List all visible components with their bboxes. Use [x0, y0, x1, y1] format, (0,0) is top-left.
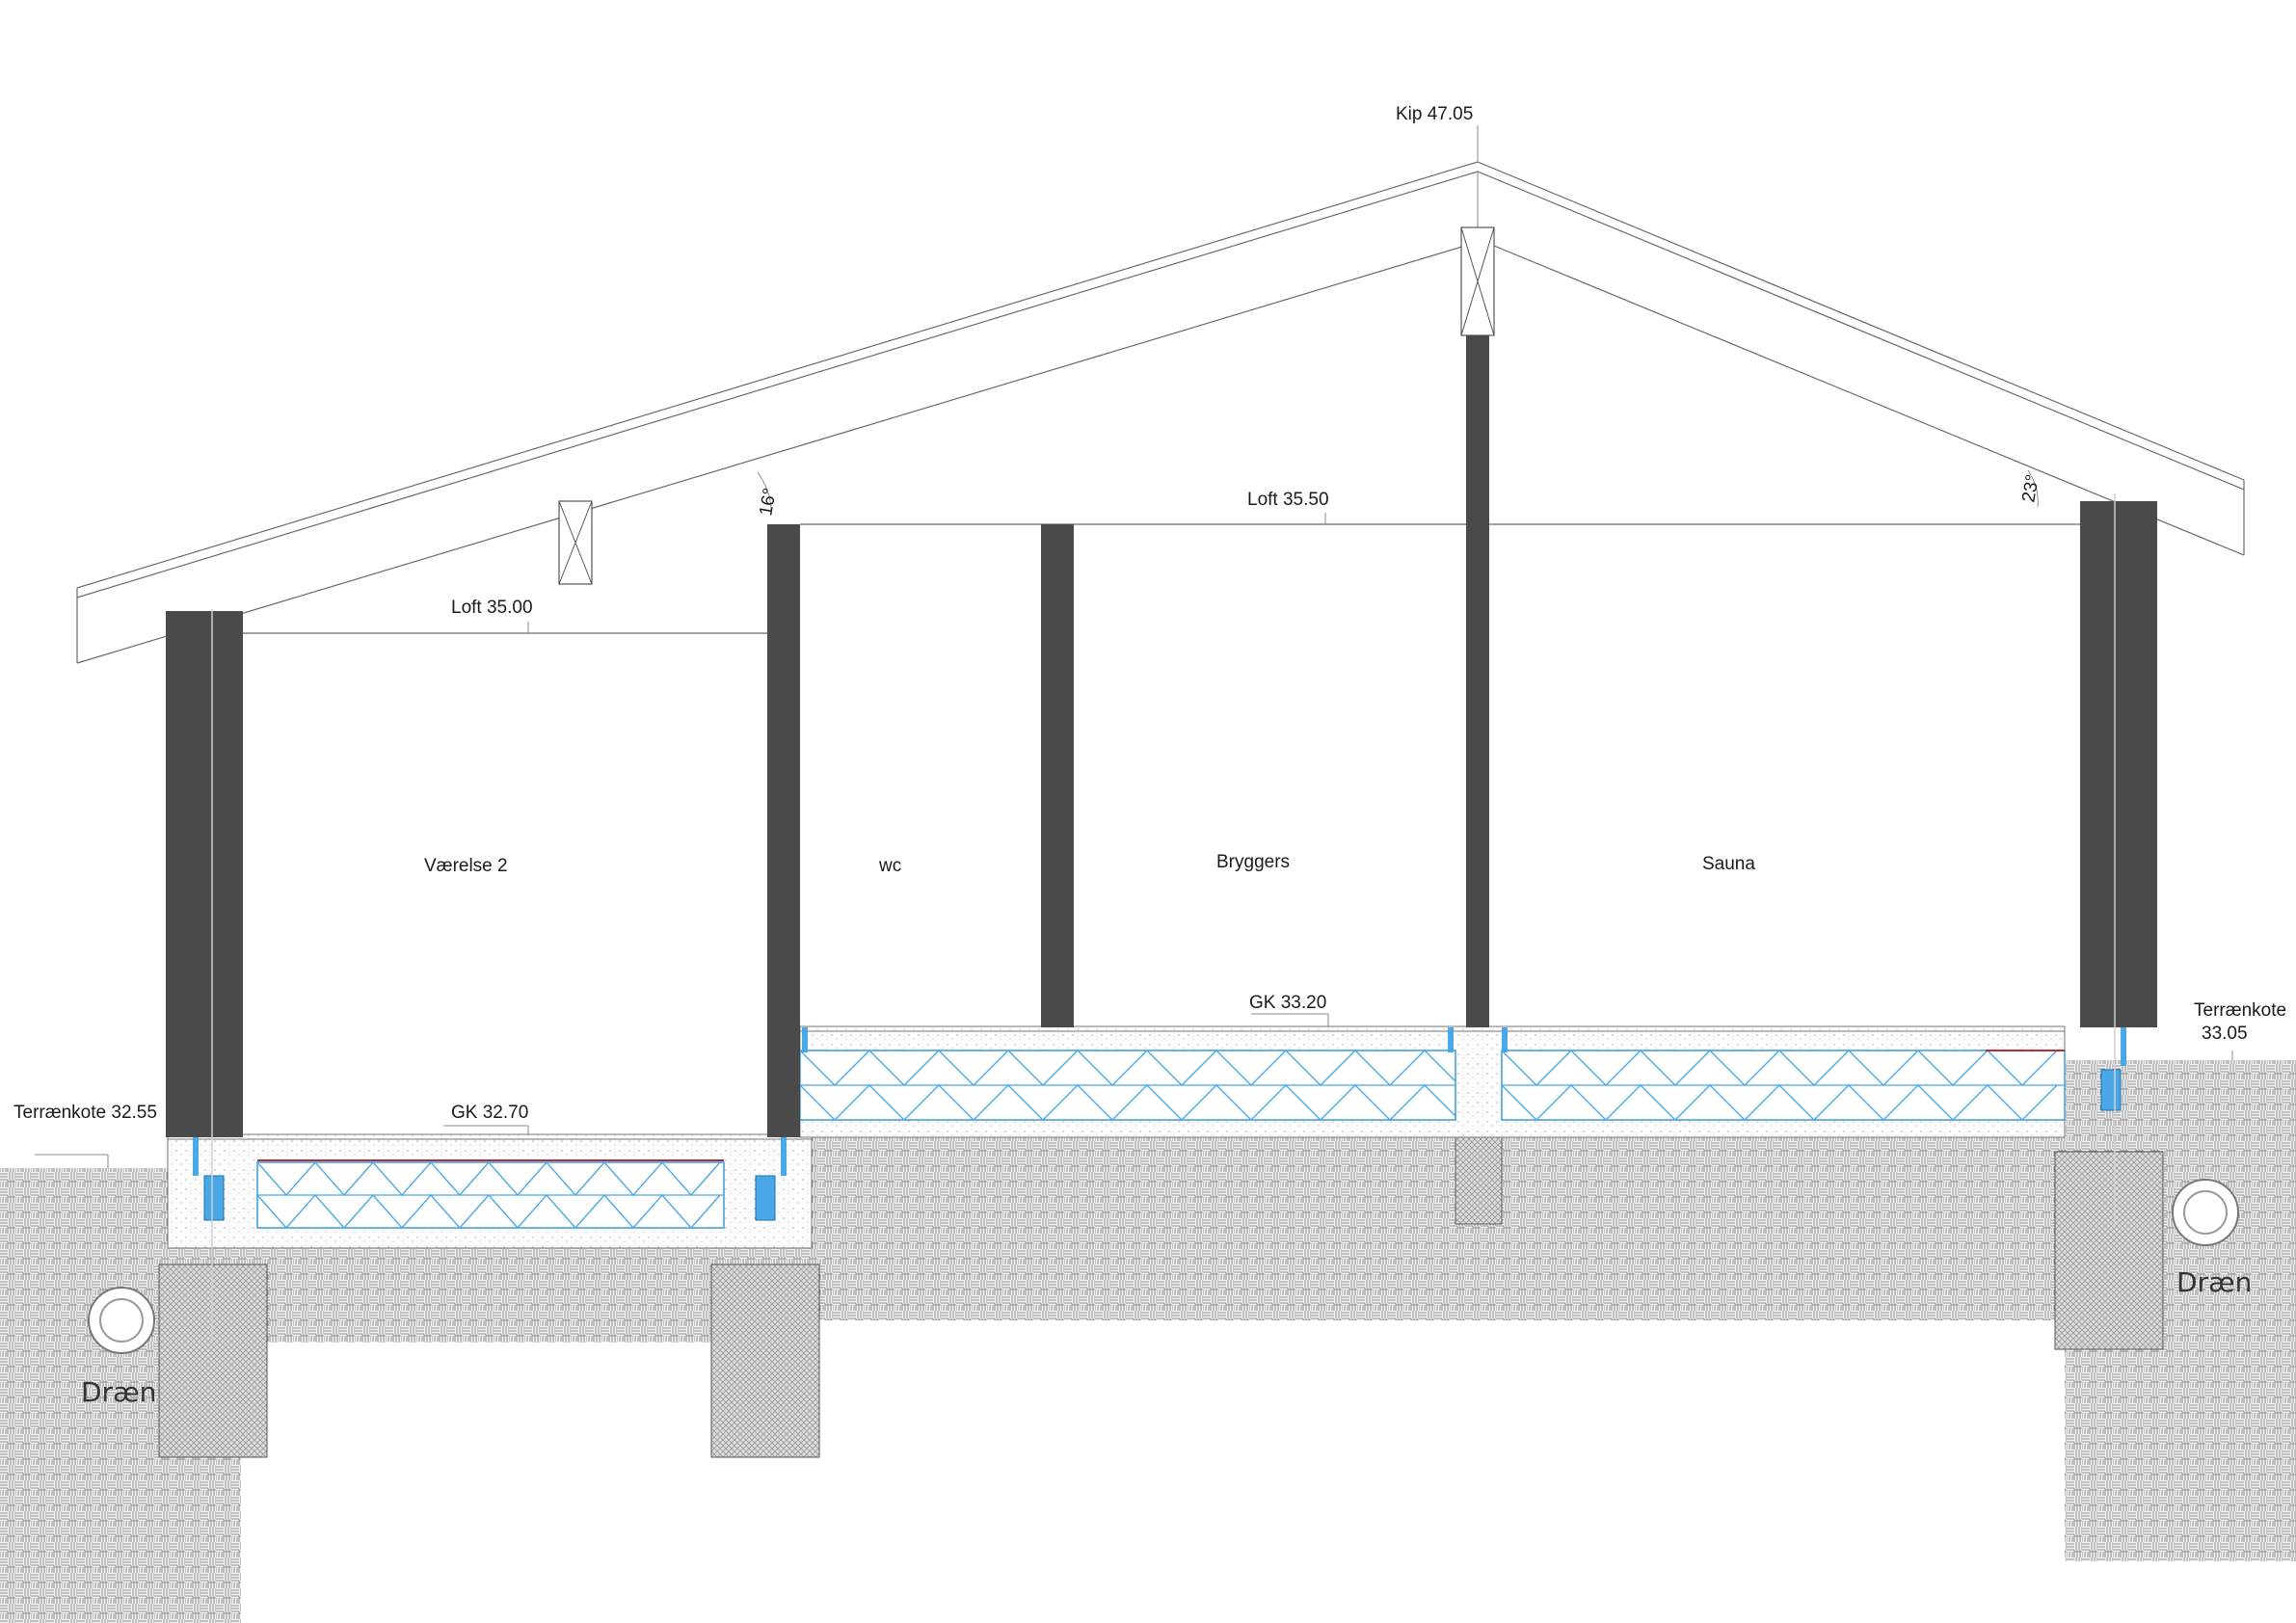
- soil-layer: [0, 1060, 2296, 1623]
- drain-left-label: Dræn: [81, 1376, 156, 1408]
- gk-right-label: GK 33.20: [1249, 993, 1326, 1013]
- walls: [166, 335, 2157, 1342]
- angle-right-label: 23°: [2018, 473, 2043, 504]
- kip-label: Kip 47.05: [1396, 104, 1473, 124]
- loft-left-label: Loft 35.00: [451, 598, 533, 618]
- drain-right-label: Dræn: [2176, 1266, 2252, 1298]
- loft-right-label: Loft 35.50: [1247, 490, 1329, 510]
- drain-left-symbol: [88, 1287, 155, 1354]
- drain-right-symbol: [2172, 1179, 2239, 1246]
- floor-left: [167, 1133, 813, 1249]
- foundations: [158, 1025, 2164, 1458]
- floor-right: [799, 1025, 2126, 1138]
- room-wc-label: wc: [878, 856, 901, 876]
- terraen-right-label: Terrænkote: [2194, 1000, 2286, 1021]
- room-sauna-label: Sauna: [1702, 854, 1755, 874]
- terraen-left-label: Terrænkote 32.55: [13, 1103, 157, 1123]
- room-bryggers-label: Bryggers: [1216, 852, 1290, 872]
- roof: [76, 161, 2245, 664]
- angle-left-label: 16°: [756, 487, 781, 518]
- labels: Kip 47.05 Loft 35.00 Loft 35.50 GK 32.70…: [13, 104, 2286, 1408]
- room-vaerelse-label: Værelse 2: [424, 856, 508, 876]
- terraen-right-value: 33.05: [2202, 1024, 2248, 1044]
- gk-left-label: GK 32.70: [451, 1103, 528, 1123]
- level-markers: [35, 125, 2233, 1168]
